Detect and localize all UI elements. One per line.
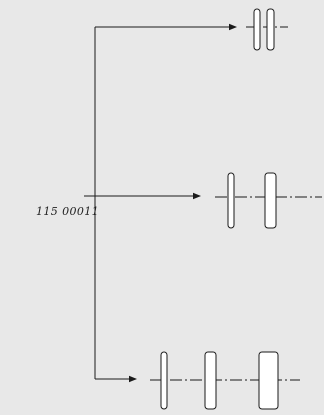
lens-element <box>253 8 261 51</box>
lens-element <box>204 351 217 410</box>
lens-element <box>227 172 235 229</box>
lens-group-top <box>246 8 288 51</box>
branch-connector <box>84 27 96 379</box>
lens-element <box>258 351 279 410</box>
lens-group-bottom <box>150 351 300 410</box>
lens-element <box>264 172 277 229</box>
lens-element <box>266 8 275 51</box>
lens-group-middle <box>215 172 322 229</box>
source-label: 115 00011 <box>36 205 100 218</box>
lens-element <box>160 351 168 410</box>
